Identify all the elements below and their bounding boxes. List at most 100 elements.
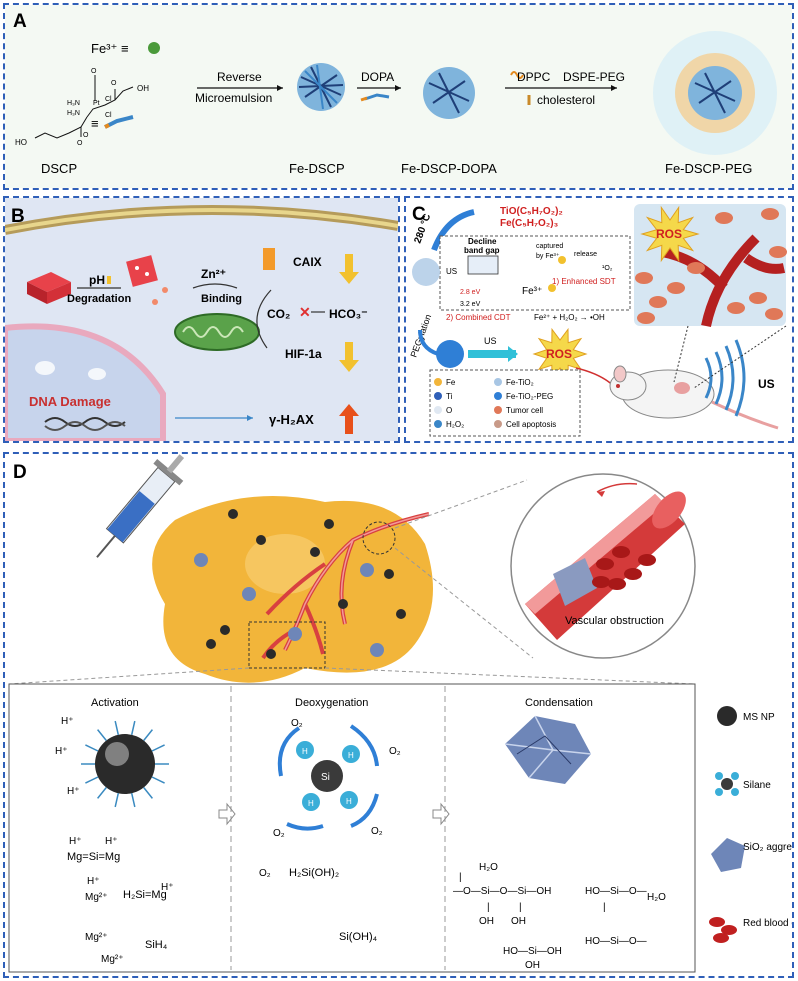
sio2-aggregate bbox=[242, 587, 256, 601]
np-ligand bbox=[151, 744, 165, 752]
decline-label: Decline bbox=[468, 237, 497, 246]
red-blood-cell bbox=[612, 546, 630, 558]
degradation-label: Degradation bbox=[67, 293, 131, 305]
panel-b: B pH Degradation Zn²⁺ Binding CAIX bbox=[2, 196, 400, 444]
tumor-cell bbox=[687, 262, 705, 274]
silanol-formula: H₂Si(OH)₂ bbox=[289, 867, 339, 879]
fe-dscp-peg-label: Fe-DSCP-PEG bbox=[665, 161, 752, 176]
tumor-cell bbox=[769, 246, 787, 258]
linker-symbol: ≡ bbox=[91, 116, 99, 131]
panel-b-label: B bbox=[11, 206, 25, 227]
legend-ms-np: MS NP bbox=[743, 712, 775, 723]
svg-text:HO—Si—O—: HO—Si—O— bbox=[585, 886, 647, 897]
np-ligand bbox=[114, 793, 120, 808]
legend-silane: Silane bbox=[743, 780, 771, 791]
np-ligand bbox=[85, 744, 99, 752]
ms-np bbox=[396, 609, 406, 619]
proton-label: H⁺ bbox=[87, 876, 100, 887]
chem-label: Pt bbox=[93, 100, 100, 107]
syringe-icon bbox=[96, 454, 185, 558]
blood-vessels-highlight bbox=[284, 513, 430, 651]
proton-label: H⁺ bbox=[69, 836, 82, 847]
deoxygenation-arrows bbox=[277, 724, 379, 831]
us2-label: US bbox=[484, 336, 497, 346]
caix-icon bbox=[263, 248, 275, 270]
binding-label: Binding bbox=[201, 293, 242, 305]
sio2-aggregate-large bbox=[504, 715, 592, 784]
hif-label: HIF-1a bbox=[285, 347, 322, 361]
co2-label: CO₂ bbox=[267, 307, 290, 321]
panel-a-label: A bbox=[13, 11, 27, 32]
nanoparticle-icon bbox=[27, 272, 71, 304]
ms-np bbox=[220, 625, 230, 635]
tumor-cell bbox=[715, 212, 733, 224]
tumor-cell bbox=[765, 308, 783, 320]
orthosilicic-formula: Si(OH)₄ bbox=[339, 931, 378, 943]
fe3-label: Fe³⁺ bbox=[522, 286, 542, 297]
mitochondrion-icon bbox=[174, 313, 260, 351]
np-ligand bbox=[130, 793, 136, 808]
si-atom-label: Si bbox=[321, 772, 330, 783]
ph-label: pH bbox=[89, 273, 105, 287]
proton-label: H⁺ bbox=[67, 786, 80, 797]
ev2-label: 3.2 eV bbox=[460, 301, 481, 308]
h2si-mg-label: H₂Si=Mg bbox=[123, 889, 167, 901]
ms-nanoparticles bbox=[194, 509, 406, 659]
sio2-legend-icon bbox=[711, 838, 745, 872]
sio2-aggregate bbox=[360, 563, 374, 577]
fenton-reaction-label: Fe²⁺ + H₂O₂ → •OH bbox=[534, 313, 605, 322]
flow-arrow bbox=[596, 482, 638, 493]
fe-dscp-particle bbox=[297, 63, 345, 111]
h-atom-label: H bbox=[348, 751, 354, 760]
ros-label: ROS bbox=[546, 347, 572, 361]
silane-formula: SiH₄ bbox=[145, 939, 168, 951]
tumor-cell bbox=[727, 302, 745, 314]
condensation-title: Condensation bbox=[525, 697, 593, 709]
tumor-cell bbox=[667, 282, 685, 294]
dscp-label: DSCP bbox=[41, 161, 77, 176]
chem-label: O bbox=[77, 140, 83, 147]
synthesis-arrow bbox=[431, 209, 475, 252]
np-ligand bbox=[97, 729, 107, 741]
band-gap-label: band gap bbox=[464, 246, 500, 255]
hco3-label: HCO₃⁻ bbox=[329, 307, 368, 321]
ms-np bbox=[266, 649, 276, 659]
legend-fe: Fe bbox=[446, 378, 456, 387]
mg-ion-label: Mg²⁺ bbox=[85, 932, 108, 943]
panel-a: A Fe³⁺ ≡ ≡ HO OH H₃N H₃N Pt Cl Cl O O O … bbox=[3, 3, 794, 190]
red-blood-cell bbox=[596, 558, 614, 570]
fe-tio2-peg-particle bbox=[436, 340, 464, 368]
svg-text:OH: OH bbox=[479, 916, 494, 927]
deoxygenation-title: Deoxygenation bbox=[295, 697, 368, 709]
ev1-label: 2.8 eV bbox=[460, 289, 481, 296]
mg-ion-label: Mg²⁺ bbox=[101, 954, 124, 965]
svg-text:HO—Si—O—: HO—Si—O— bbox=[585, 936, 647, 947]
chem-label: H₃N bbox=[67, 100, 80, 107]
microemulsion-label: Microemulsion bbox=[195, 91, 272, 105]
np-ligand bbox=[85, 776, 99, 784]
h-atom-label: H bbox=[302, 747, 308, 756]
legend: Fe Ti O H₂O₂ Fe-TiO₂ Fe-TiO₂-PEG Tumor c… bbox=[434, 378, 556, 429]
ros-burst bbox=[532, 327, 588, 381]
mechanism-box bbox=[8, 683, 696, 973]
o2-label: O₂ bbox=[273, 828, 285, 839]
tumor-cell bbox=[761, 208, 779, 220]
panel-d-label: D bbox=[13, 462, 27, 483]
svg-text:|: | bbox=[487, 902, 490, 913]
o2-label: O₂ bbox=[389, 746, 401, 757]
np-ligand bbox=[114, 720, 120, 735]
zoom-circle-marker bbox=[362, 521, 396, 555]
mg-si-mg-label: Mg=Si=Mg bbox=[67, 851, 120, 863]
svg-text:—O—Si—O—Si—OH: —O—Si—O—Si—OH bbox=[453, 886, 551, 897]
dopa-label: DOPA bbox=[361, 70, 394, 84]
ultrasound-waves-icon bbox=[704, 339, 746, 417]
water-label: H₂O bbox=[479, 862, 498, 873]
precursor2-label: Fe(C₅H₇O₂)₃ bbox=[500, 218, 559, 229]
d-legend: MS NP Silane SiO₂ aggregate Red blood ce… bbox=[709, 706, 798, 943]
legend-o: O bbox=[446, 406, 452, 415]
silane-molecule-large bbox=[296, 741, 360, 811]
fe-dscp-peg-particle bbox=[653, 31, 777, 155]
np-ligand bbox=[97, 787, 107, 799]
panel-c-label: C bbox=[412, 204, 426, 225]
dna-damage-label: DNA Damage bbox=[29, 394, 111, 409]
